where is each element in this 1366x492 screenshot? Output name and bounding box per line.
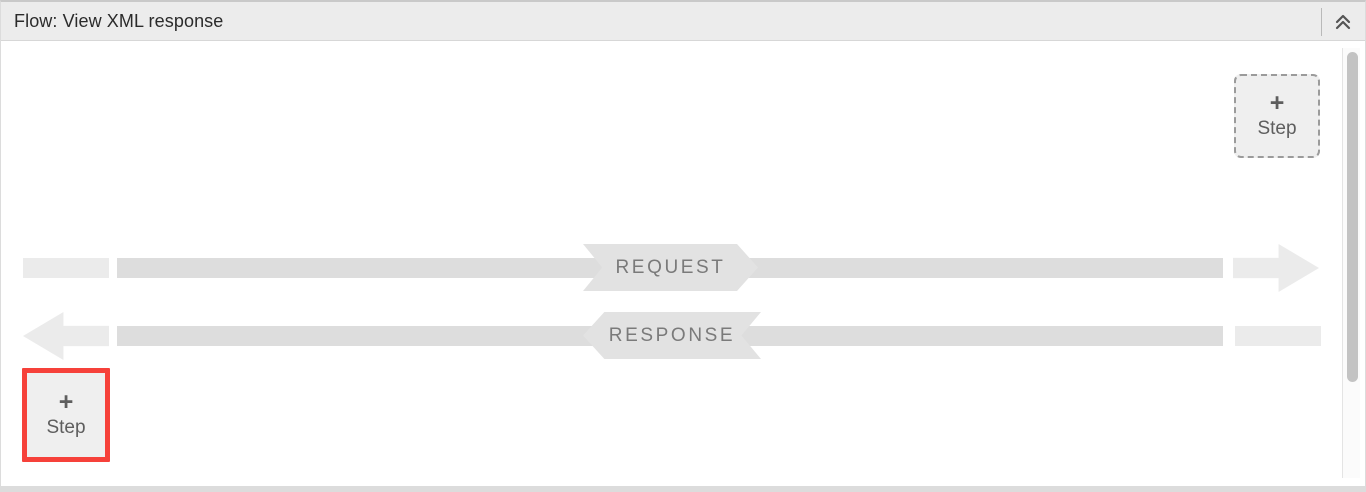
response-arrow-head-left <box>23 312 109 360</box>
response-segment-end <box>1235 326 1321 346</box>
plus-icon: + <box>1269 89 1285 117</box>
response-flow-row[interactable]: RESPONSE <box>1 304 1335 368</box>
double-chevron-up-icon <box>1333 12 1353 32</box>
flow-header: Flow: View XML response <box>1 2 1365 41</box>
response-banner: RESPONSE <box>583 312 761 359</box>
vertical-scrollbar-thumb[interactable] <box>1347 52 1358 382</box>
header-divider <box>1321 8 1322 36</box>
add-step-label: Step <box>46 417 86 438</box>
vertical-scrollbar-track[interactable] <box>1342 48 1360 478</box>
add-step-label: Step <box>1257 118 1297 139</box>
plus-icon: + <box>58 388 74 416</box>
request-banner: REQUEST <box>583 244 758 291</box>
add-step-button-bottom[interactable]: + Step <box>22 368 110 462</box>
request-arrow-head-right <box>1233 244 1319 292</box>
add-step-button-top[interactable]: + Step <box>1234 74 1320 158</box>
request-segment-start <box>23 258 109 278</box>
flow-canvas: + Step REQUEST RESPONSE + Step <box>1 42 1335 486</box>
request-label: REQUEST <box>615 256 726 278</box>
response-label: RESPONSE <box>608 324 736 346</box>
page-title: Flow: View XML response <box>14 11 224 31</box>
collapse-panel-button[interactable] <box>1325 5 1361 38</box>
request-flow-row[interactable]: REQUEST <box>1 236 1335 300</box>
